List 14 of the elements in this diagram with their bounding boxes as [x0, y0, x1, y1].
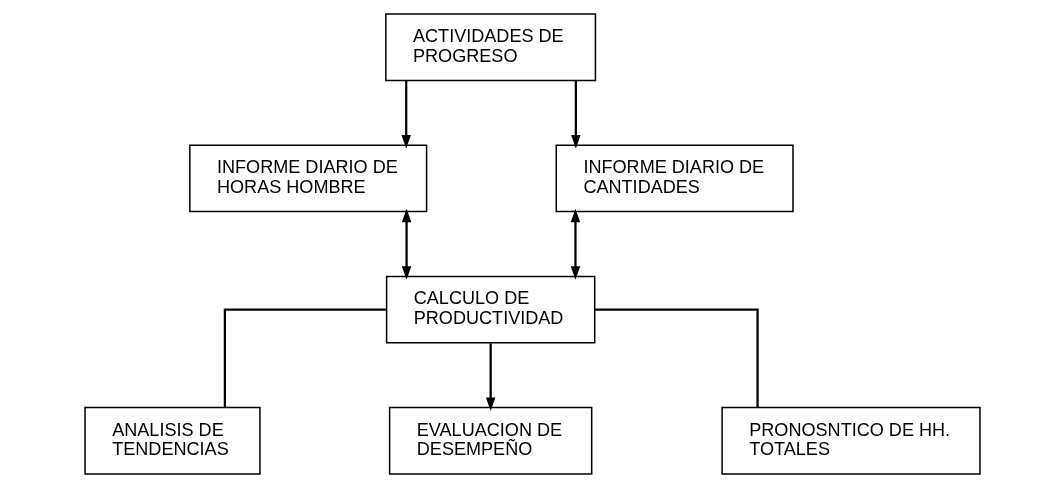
node-box: ANALISIS DE TENDENCIAS	[83, 406, 261, 475]
node-box: CALCULO DE PRODUCTIVIDAD	[385, 275, 595, 344]
arrow	[401, 208, 411, 280]
node-box: PRONOSNTICO DE HH. TOTALES	[720, 406, 981, 475]
arrow	[570, 208, 580, 280]
arrow	[400, 81, 411, 149]
connector	[223, 308, 386, 407]
node-box: EVALUACION DE DESEMPEÑO	[388, 406, 592, 475]
node-box: ACTIVIDADES DE PROGRESO	[384, 13, 596, 82]
arrow	[570, 81, 581, 149]
node-box: INFORME DIARIO DE CANTIDADES	[555, 144, 794, 213]
node-box: INFORME DIARIO DE HORAS HOMBRE	[188, 144, 427, 213]
connector	[594, 308, 759, 407]
arrow	[485, 343, 495, 411]
